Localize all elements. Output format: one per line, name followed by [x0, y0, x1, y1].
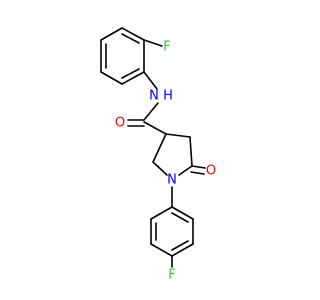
bond [152, 161, 168, 176]
bond-c-f-top [143, 39, 163, 47]
amide-hydrogen-label: H [163, 89, 173, 104]
bottom-phenyl-ring [150, 206, 194, 257]
bond [100, 71, 123, 85]
bond [152, 133, 167, 163]
bond [178, 165, 193, 176]
pyrrolidinone-ring [152, 133, 193, 176]
amide-oxygen-label: O [115, 116, 125, 131]
bond [171, 206, 194, 220]
structure-diagram: F N H O O N F [100, 27, 216, 283]
double-bond-inner [121, 33, 140, 44]
double-bond-inner [171, 240, 189, 251]
bond-carbonyl-c3 [143, 121, 167, 135]
bond [100, 27, 123, 41]
bond-c-o-lactam [191, 165, 206, 169]
bond-c-o-lactam-double [190, 171, 205, 175]
fluorine-top-label: F [163, 40, 170, 55]
fluorine-bottom-label: F [168, 268, 175, 283]
bond-ring-nh [143, 71, 158, 90]
molecule-svg: F N H O O N F [100, 27, 216, 283]
bond [165, 133, 191, 138]
double-bond-inner [171, 212, 189, 223]
bond [121, 71, 145, 85]
bond-nh-carbonyl [143, 102, 159, 121]
ring-nitrogen-label: N [167, 173, 177, 188]
amide-nitrogen-label: N [149, 89, 159, 104]
lactam-oxygen-label: O [206, 164, 216, 179]
bond [121, 27, 145, 41]
top-phenyl-ring [100, 27, 145, 85]
bond [171, 243, 194, 257]
bond [150, 206, 173, 220]
bond [189, 136, 193, 167]
double-bond-inner [121, 68, 140, 79]
bond [150, 243, 173, 257]
